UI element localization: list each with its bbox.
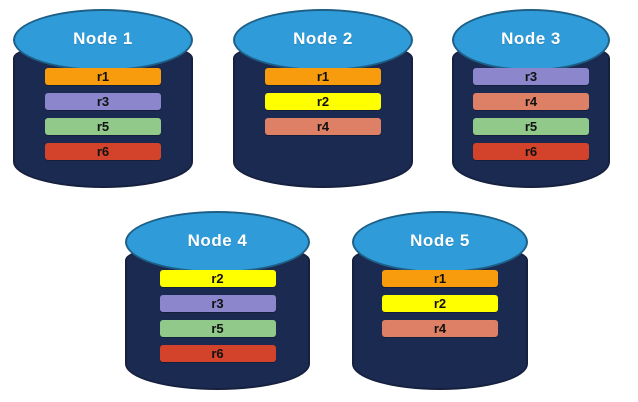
replica-bar-r1[interactable]: r1 bbox=[45, 68, 161, 85]
database-node-4[interactable]: Node 4 r2 r3 r5 r6 bbox=[125, 211, 310, 390]
node-label: Node 2 bbox=[293, 29, 353, 48]
replica-bar-r1[interactable]: r1 bbox=[265, 68, 381, 85]
replica-bar-r5[interactable]: r5 bbox=[159, 320, 276, 337]
replica-list: r1 r2 r4 bbox=[352, 270, 528, 337]
cylinder-top-ellipse: Node 3 bbox=[452, 9, 610, 71]
replica-bar-r4[interactable]: r4 bbox=[473, 93, 589, 110]
node-label: Node 5 bbox=[410, 231, 470, 250]
cylinder-top-ellipse: Node 1 bbox=[13, 9, 193, 71]
database-node-5[interactable]: Node 5 r1 r2 r4 bbox=[352, 211, 528, 390]
replica-bar-r2[interactable]: r2 bbox=[265, 93, 381, 110]
database-node-2[interactable]: Node 2 r1 r2 r4 bbox=[233, 9, 413, 188]
replica-bar-r1[interactable]: r1 bbox=[382, 270, 498, 287]
replica-bar-r6[interactable]: r6 bbox=[159, 345, 276, 362]
cylinder-top-ellipse: Node 5 bbox=[352, 211, 528, 273]
cylinder-top-ellipse: Node 2 bbox=[233, 9, 413, 71]
replica-list: r3 r4 r5 r6 bbox=[452, 68, 610, 160]
replica-bar-r2[interactable]: r2 bbox=[159, 270, 276, 287]
replica-bar-r5[interactable]: r5 bbox=[45, 118, 161, 135]
replica-bar-r5[interactable]: r5 bbox=[473, 118, 589, 135]
node-label: Node 1 bbox=[73, 29, 133, 48]
replica-list: r1 r2 r4 bbox=[233, 68, 413, 135]
cylinder-body bbox=[125, 242, 310, 390]
replica-list: r2 r3 r5 r6 bbox=[125, 270, 310, 362]
database-node-3[interactable]: Node 3 r3 r4 r5 r6 bbox=[452, 9, 610, 188]
replica-bar-r2[interactable]: r2 bbox=[382, 295, 498, 312]
replica-bar-r6[interactable]: r6 bbox=[45, 143, 161, 160]
replica-bar-r3[interactable]: r3 bbox=[45, 93, 161, 110]
node-label: Node 3 bbox=[501, 29, 561, 48]
replica-bar-r6[interactable]: r6 bbox=[473, 143, 589, 160]
node-label: Node 4 bbox=[187, 231, 248, 250]
cylinder-top-ellipse: Node 4 bbox=[125, 211, 310, 273]
replica-bar-r3[interactable]: r3 bbox=[159, 295, 276, 312]
replica-list: r1 r3 r5 r6 bbox=[13, 68, 193, 160]
replica-bar-r3[interactable]: r3 bbox=[473, 68, 589, 85]
cylinder-body bbox=[352, 242, 528, 390]
replica-bar-r4[interactable]: r4 bbox=[265, 118, 381, 135]
replica-bar-r4[interactable]: r4 bbox=[382, 320, 498, 337]
database-node-1[interactable]: Node 1 r1 r3 r5 r6 bbox=[13, 9, 193, 188]
